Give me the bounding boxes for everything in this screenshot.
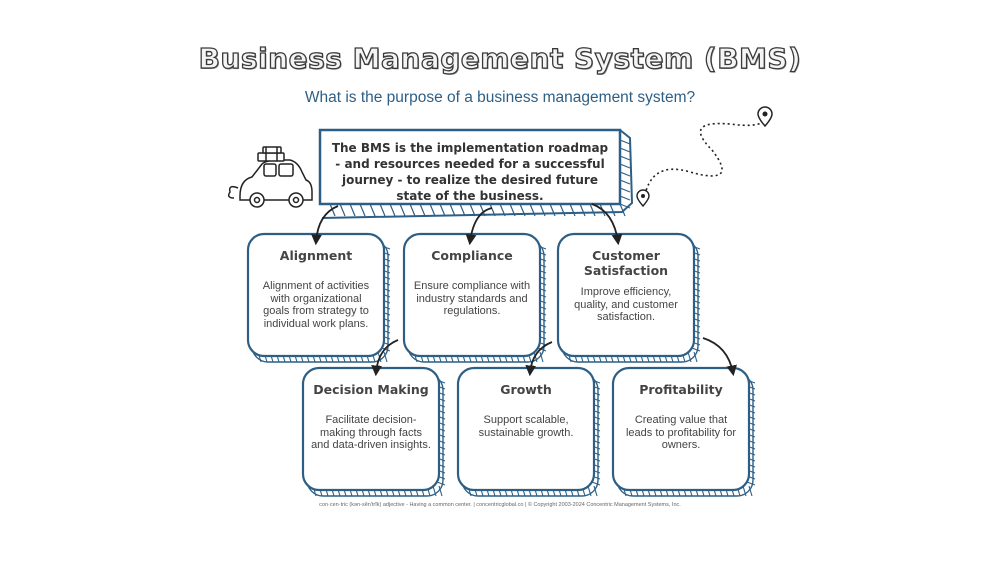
card-description-growth: Support scalable, sustainable growth.	[478, 414, 574, 439]
arrow-to-profitability	[702, 337, 737, 377]
card-title-decision-making: Decision Making	[313, 382, 429, 397]
route-path	[643, 119, 765, 201]
card-description-compliance: Ensure compliance with industry standard…	[413, 280, 531, 317]
main-statement-box	[318, 128, 634, 219]
page-subtitle: What is the purpose of a business manage…	[304, 89, 696, 106]
card-description-customer-satisfaction: Improve efficiency, quality, and custome…	[574, 286, 678, 323]
main-statement-text: The BMS is the implementation roadmap - …	[331, 141, 609, 203]
arrow-to-alignment	[311, 205, 339, 246]
arrow-to-growth	[525, 341, 553, 377]
card-profitability	[611, 366, 756, 497]
card-alignment	[246, 232, 391, 363]
arrow-to-customer-satisfaction	[591, 203, 623, 246]
card-decision-making	[301, 366, 446, 497]
card-growth	[456, 366, 601, 497]
card-description-profitability: Creating value that leads to profitabili…	[625, 414, 737, 451]
car-with-luggage-icon	[227, 146, 313, 208]
map-pin-icon	[757, 106, 773, 128]
page-title: Business Management System (BMS)	[198, 41, 802, 75]
card-title-customer-satisfaction: Customer Satisfaction	[583, 248, 669, 278]
footer-text: con·cen·tric (kən-sĕn′trĭk) adjective - …	[319, 502, 681, 508]
card-title-growth: Growth	[500, 382, 552, 397]
map-pin-start-icon	[636, 189, 650, 208]
arrow-to-decision-making	[371, 339, 399, 377]
arrow-to-compliance	[465, 207, 493, 246]
card-title-alignment: Alignment	[279, 248, 353, 263]
card-compliance	[402, 232, 547, 363]
card-description-decision-making: Facilitate decision-making through facts…	[311, 414, 431, 451]
card-customer-satisfaction	[556, 232, 701, 363]
card-title-compliance: Compliance	[431, 248, 513, 263]
card-description-alignment: Alignment of activities with organizatio…	[262, 280, 370, 330]
card-title-profitability: Profitability	[639, 382, 723, 397]
